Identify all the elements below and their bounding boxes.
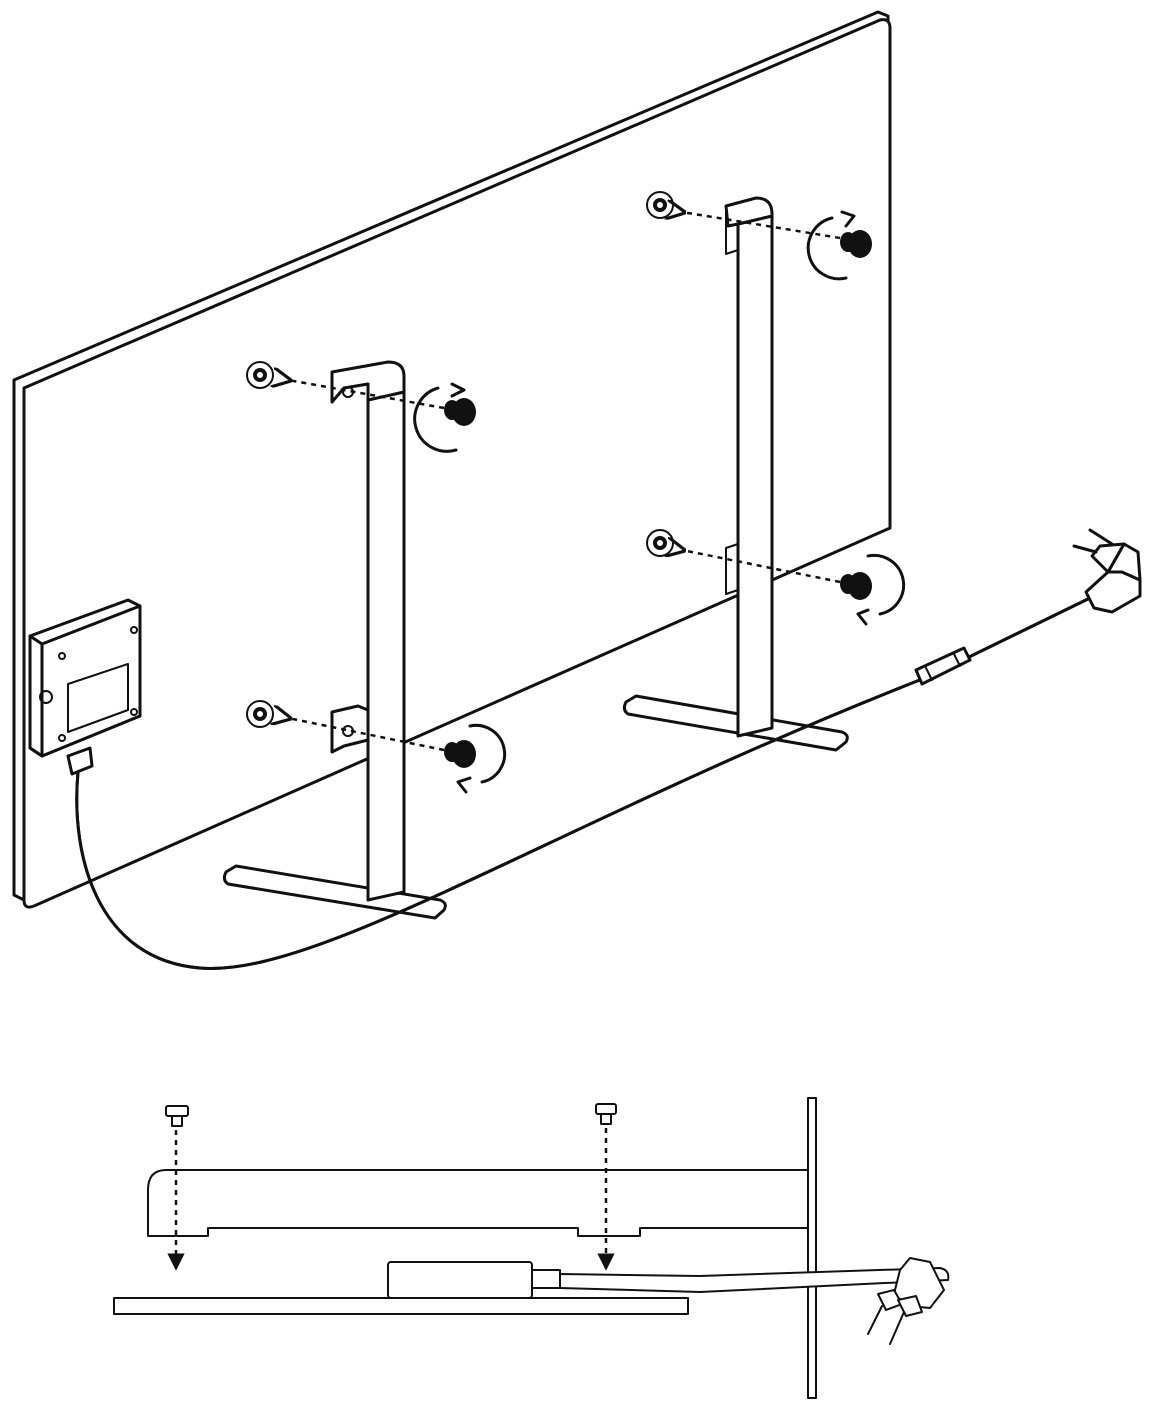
panel-back [22, 18, 892, 909]
thumb-screw-icon [413, 382, 476, 453]
thumb-screw-icon [806, 210, 872, 281]
insert-arrow-icon [682, 212, 841, 240]
mounting-hole-icon [246, 700, 274, 728]
right-stand [724, 196, 774, 738]
reference-wall [807, 1097, 817, 1399]
insert-arrow-icon [288, 718, 445, 752]
left-stand [330, 360, 406, 902]
foot-bar [147, 1169, 809, 1237]
side-section [113, 1097, 950, 1399]
control-box [28, 598, 142, 776]
insert-arrow-icon [288, 380, 445, 410]
plug-icon [1072, 528, 1142, 614]
control-box-side [387, 1261, 533, 1299]
mounting-hole-icon [246, 361, 274, 389]
thumb-screw-icon [840, 553, 906, 626]
thumb-screw-icon [595, 1103, 617, 1125]
panel-plate [113, 1297, 689, 1315]
left-foot [222, 864, 447, 920]
thumb-screw-icon [165, 1105, 189, 1127]
perspective-assembly [12, 10, 1142, 970]
thumb-screw-icon [444, 723, 507, 794]
power-cord-side [559, 1267, 950, 1293]
mounting-hole-icon [646, 191, 674, 219]
mounting-hole-icon [646, 529, 674, 557]
cord-coupler [914, 646, 972, 686]
right-foot [622, 694, 849, 752]
insert-arrow-icon [682, 550, 841, 584]
plug-icon [867, 1257, 945, 1345]
